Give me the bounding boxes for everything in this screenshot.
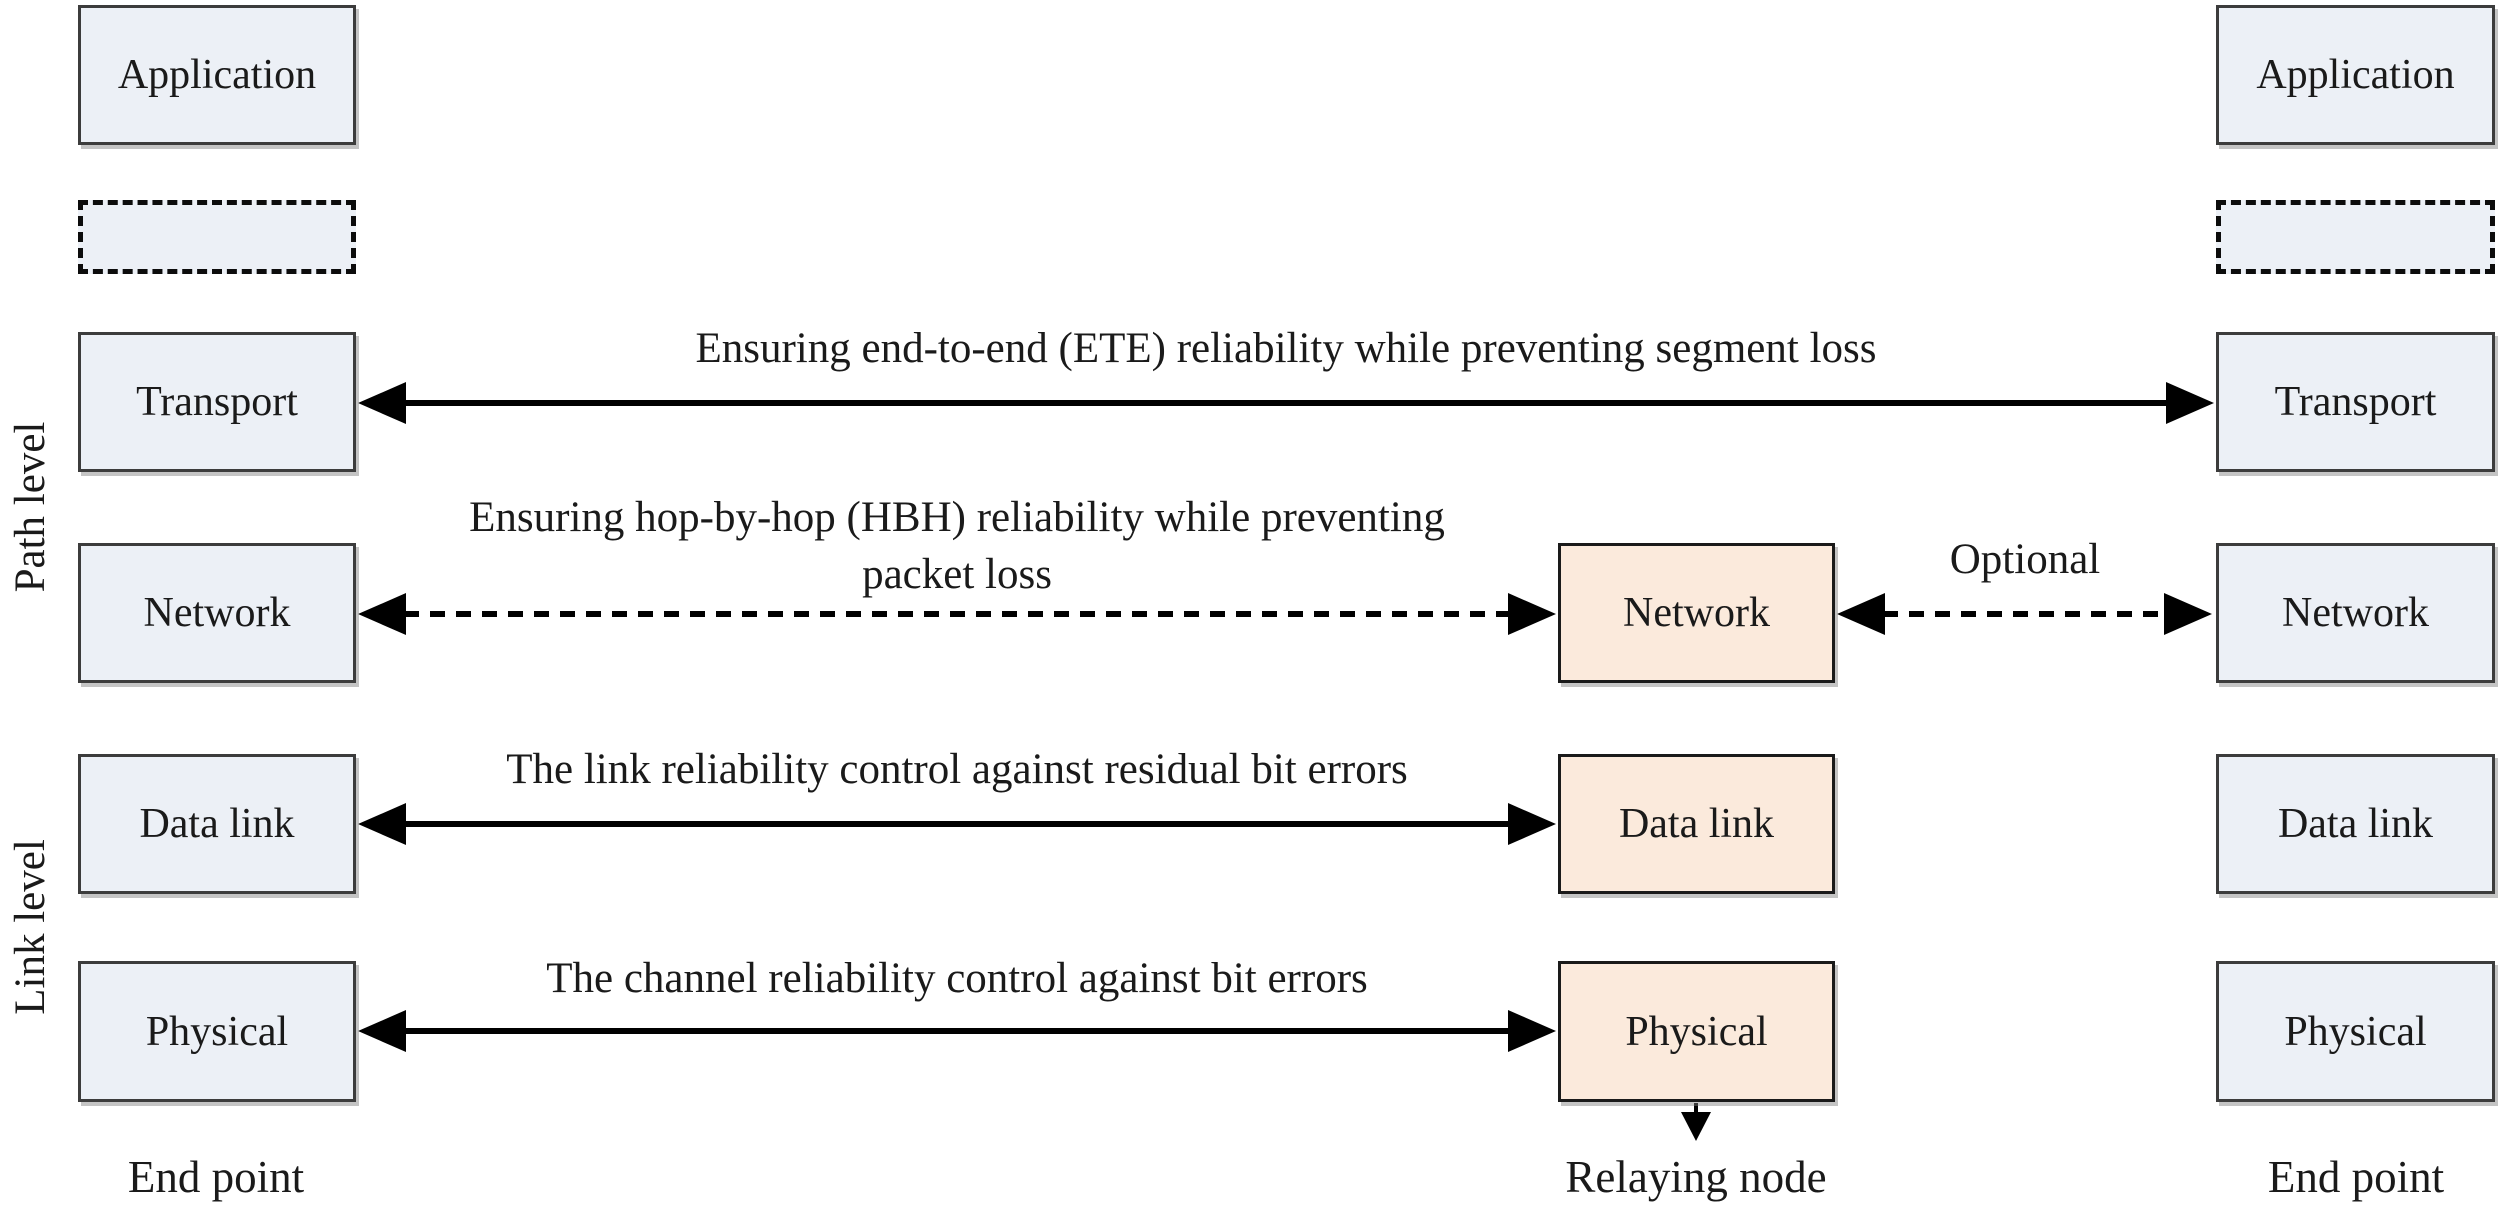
left-endpoint-empty-layer-box — [78, 200, 356, 274]
link-level-label: Link level — [6, 839, 54, 1015]
box-label: Physical — [2284, 1008, 2427, 1055]
arrowhead-right — [1508, 593, 1556, 635]
relay-datalink-box: Data link — [1558, 754, 1835, 894]
box-label: Transport — [2274, 379, 2437, 425]
arrowhead-right — [2166, 382, 2214, 424]
optional-arrow — [1837, 593, 2212, 635]
hbh-arrow-label-line1: Ensuring hop-by-hop (HBH) reliability wh… — [469, 494, 1445, 541]
left-endpoint-datalink-box: Data link — [78, 754, 356, 894]
relaying-node-caption: Relaying node — [1565, 1152, 1827, 1202]
left-endpoint-network-box: Network — [78, 543, 356, 683]
channel-arrow-label: The channel reliability control against … — [546, 955, 1368, 1002]
hbh-arrow — [358, 593, 1556, 635]
arrowhead-left — [358, 803, 406, 845]
box-label: Transport — [136, 379, 298, 425]
relay-network-box: Network — [1558, 543, 1835, 683]
arrowhead-right — [2164, 593, 2212, 635]
right-endpoint-application-box: Application — [2216, 5, 2495, 145]
box-label: Data link — [1618, 801, 1775, 847]
box-label: Data link — [2277, 801, 2434, 847]
optional-arrow-label: Optional — [1949, 536, 2101, 583]
link-arrow — [358, 803, 1556, 845]
box-label: Application — [117, 52, 317, 98]
arrowhead-left — [1837, 593, 1885, 635]
ete-arrow-label: Ensuring end-to-end (ETE) reliability wh… — [695, 325, 1877, 372]
right-endpoint-network-box: Network — [2216, 543, 2495, 683]
arrowhead-left — [358, 593, 406, 635]
box-label: Physical — [145, 1008, 289, 1055]
left-endpoint-transport-box: Transport — [78, 332, 356, 472]
ete-arrow — [358, 382, 2214, 424]
link-arrow-label: The link reliability control against res… — [506, 746, 1408, 793]
arrowhead-right — [1508, 803, 1556, 845]
box-label: Data link — [139, 801, 295, 847]
right-endpoint-empty-layer-box — [2216, 200, 2495, 274]
channel-arrow — [358, 1010, 1556, 1052]
arrowhead-left — [358, 1010, 406, 1052]
relay-down-arrow — [1681, 1103, 1711, 1141]
hbh-arrow-label-line2: packet loss — [862, 551, 1052, 598]
right-endpoint-physical-box: Physical — [2216, 961, 2495, 1102]
arrowhead-down — [1681, 1112, 1711, 1141]
path-level-label: Path level — [6, 421, 54, 593]
left-endpoint-physical-box: Physical — [78, 961, 356, 1102]
arrowhead-left — [358, 382, 406, 424]
box-label: Application — [2256, 52, 2455, 98]
box-label: Network — [2282, 590, 2429, 636]
relay-physical-box: Physical — [1558, 961, 1835, 1102]
right-endpoint-datalink-box: Data link — [2216, 754, 2495, 894]
left-endpoint-application-box: Application — [78, 5, 356, 145]
box-label: Network — [1623, 590, 1770, 636]
box-label: Network — [143, 590, 291, 636]
left-endpoint-caption: End point — [127, 1152, 305, 1202]
arrowhead-right — [1508, 1010, 1556, 1052]
box-label: Physical — [1625, 1008, 1768, 1055]
right-endpoint-caption: End point — [2267, 1152, 2445, 1202]
hbh-arrow-label: Ensuring hop-by-hop (HBH) reliability wh… — [357, 489, 1557, 603]
right-endpoint-transport-box: Transport — [2216, 332, 2495, 472]
